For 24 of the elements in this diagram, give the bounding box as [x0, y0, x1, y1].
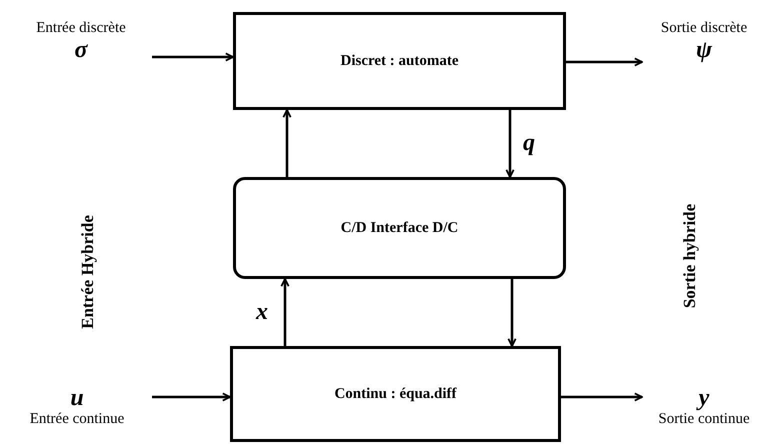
- arrow: [152, 52, 234, 62]
- process-box: [233, 12, 566, 110]
- side-label: Sortie hybride: [680, 204, 700, 308]
- arrow: [280, 278, 290, 346]
- arrow: [561, 392, 643, 402]
- process-box: [230, 346, 561, 442]
- arrow: [506, 110, 514, 178]
- signal-name: Sortie continue: [658, 410, 750, 428]
- signal-symbol: u: [70, 384, 84, 410]
- signal-symbol: y: [698, 384, 710, 410]
- box-title: C/D Interface D/C: [340, 220, 458, 236]
- signal-symbol: σ: [74, 36, 88, 62]
- arrow: [152, 392, 231, 402]
- interface-box: [233, 177, 566, 279]
- signal-name: Entrée continue: [30, 410, 124, 428]
- box-title: Continu : équa.diff: [334, 386, 457, 402]
- signal-symbol: ψ: [696, 36, 712, 62]
- side-label: Entrée Hybride: [78, 215, 98, 329]
- arrow: [566, 58, 643, 66]
- arrow: [282, 109, 292, 177]
- box-title: Discret : automate: [340, 52, 458, 70]
- signal-name: Sortie discrète: [660, 20, 748, 36]
- arrow: [508, 279, 516, 347]
- signal-name: Entrée discrète: [36, 20, 126, 36]
